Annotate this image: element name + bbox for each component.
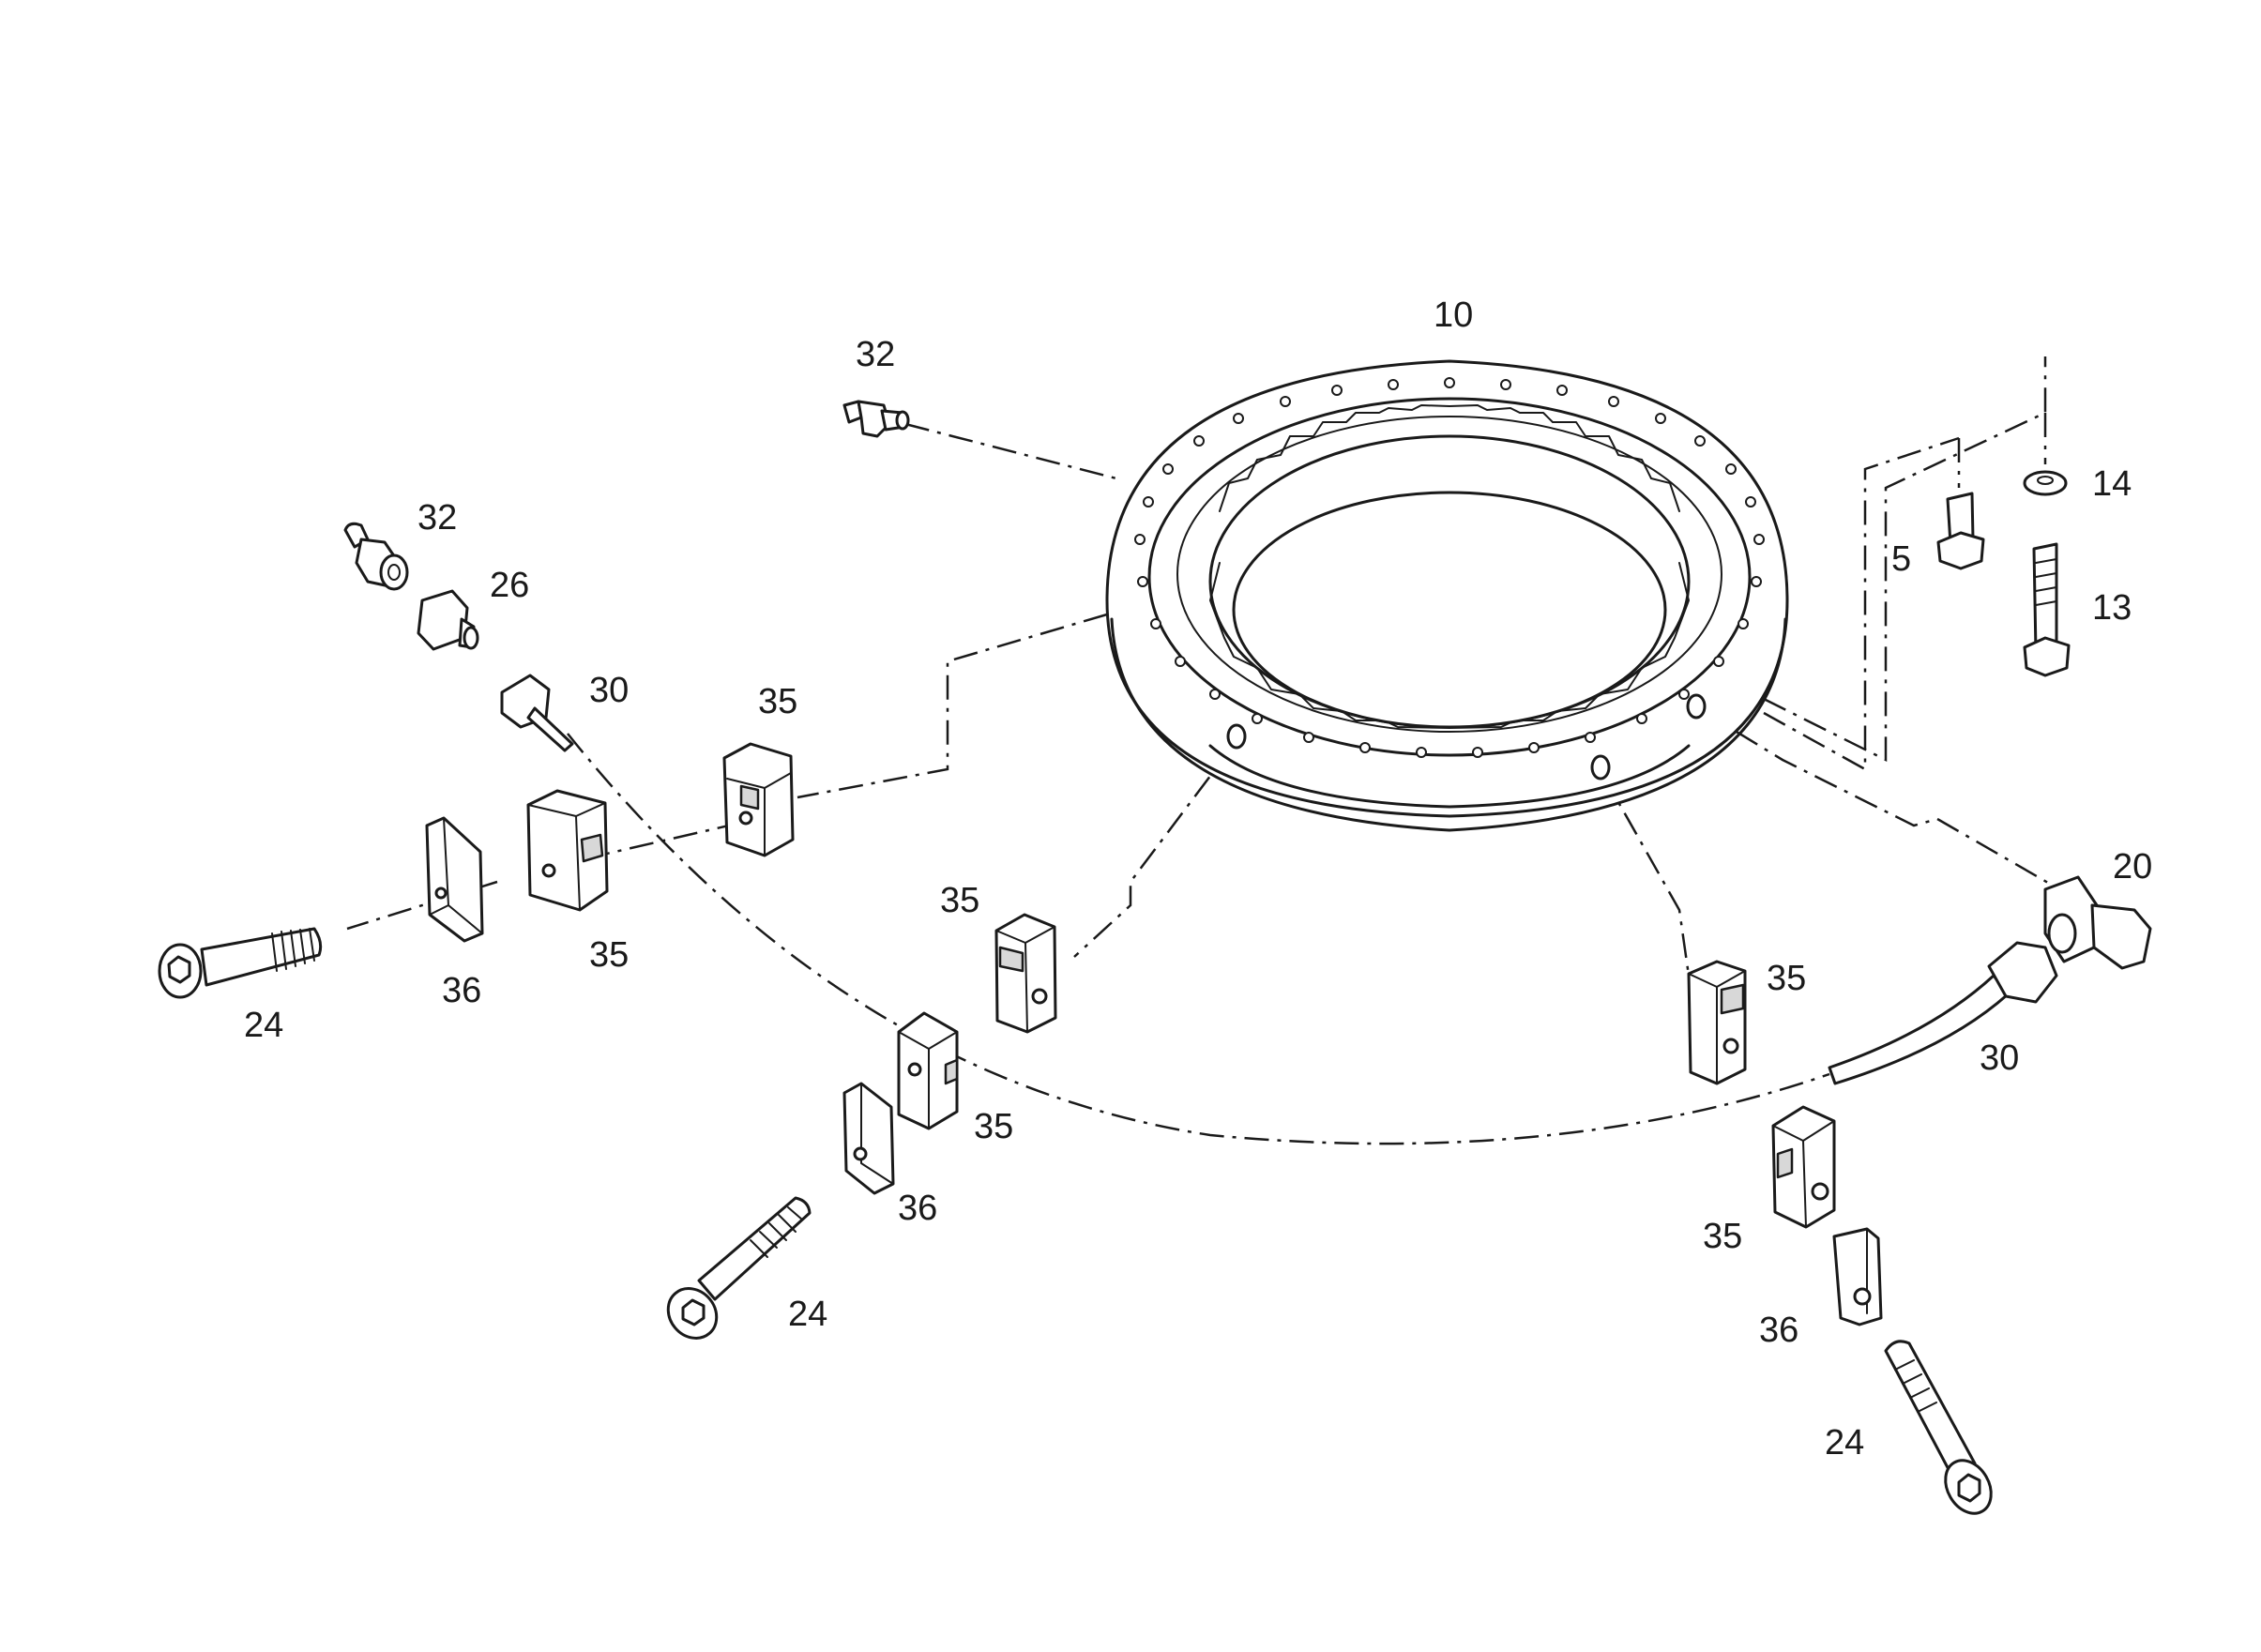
callout-plate-right: 36 — [1759, 1311, 1798, 1350]
adapter — [417, 589, 479, 651]
hose-left — [500, 674, 574, 752]
washer — [2023, 470, 2068, 496]
callout-ring: 10 — [1434, 296, 1473, 335]
grease-nipple-top — [842, 400, 910, 438]
plate-mid — [842, 1082, 895, 1195]
clamp-f — [1771, 1105, 1836, 1229]
screw-right — [1884, 1340, 1993, 1515]
callout-bolt-13: 13 — [2092, 588, 2132, 628]
slewing-ring — [1105, 359, 1789, 832]
callout-screw-right: 24 — [1825, 1423, 1864, 1463]
hose-right — [1828, 941, 2058, 1085]
callout-clamp-a: 35 — [758, 682, 797, 721]
callout-labels: 10 32 32 26 30 5 14 13 20 30 35 35 35 35… — [244, 296, 2152, 1463]
callout-clamp-b: 35 — [589, 935, 629, 975]
callout-clamp-f: 35 — [1703, 1217, 1742, 1256]
elbow-fitting — [2043, 875, 2152, 970]
callout-grease-nipple-left: 32 — [417, 498, 457, 538]
callout-clamp-e: 35 — [1767, 959, 1806, 998]
clamp-c — [994, 913, 1057, 1034]
callout-grease-nipple-top: 32 — [856, 335, 895, 374]
clamp-b — [526, 789, 609, 912]
ring-port-right — [1686, 693, 1707, 720]
ring-port-left — [1226, 723, 1247, 750]
screw-left — [158, 927, 323, 999]
callout-hose-left: 30 — [589, 671, 629, 710]
clamp-d — [897, 1011, 959, 1130]
callout-adapter: 26 — [490, 566, 529, 605]
callout-plate-mid: 36 — [898, 1189, 937, 1228]
plate-left — [425, 816, 484, 943]
clamp-e — [1687, 960, 1747, 1085]
plate-right — [1832, 1227, 1883, 1326]
callout-screw-mid: 24 — [788, 1295, 827, 1334]
clamp-a — [722, 742, 795, 857]
callout-plate-left: 36 — [442, 971, 481, 1010]
grease-nipple-left — [343, 522, 409, 591]
assembly-lines — [346, 356, 2056, 1145]
callout-elbow-fitting: 20 — [2113, 847, 2152, 887]
callout-clamp-d: 35 — [974, 1107, 1013, 1146]
callout-bolt-5: 5 — [1891, 539, 1911, 579]
bolt-13 — [2023, 542, 2071, 677]
ring-bolt-holes — [1134, 377, 1765, 758]
callout-washer: 14 — [2092, 464, 2132, 504]
callout-hose-right: 30 — [1980, 1038, 2019, 1078]
screw-mid — [666, 1196, 812, 1340]
callout-clamp-c: 35 — [940, 881, 979, 920]
callout-screw-left: 24 — [244, 1006, 283, 1045]
ring-port-mid — [1590, 754, 1611, 781]
bolt-5 — [1936, 492, 1985, 570]
